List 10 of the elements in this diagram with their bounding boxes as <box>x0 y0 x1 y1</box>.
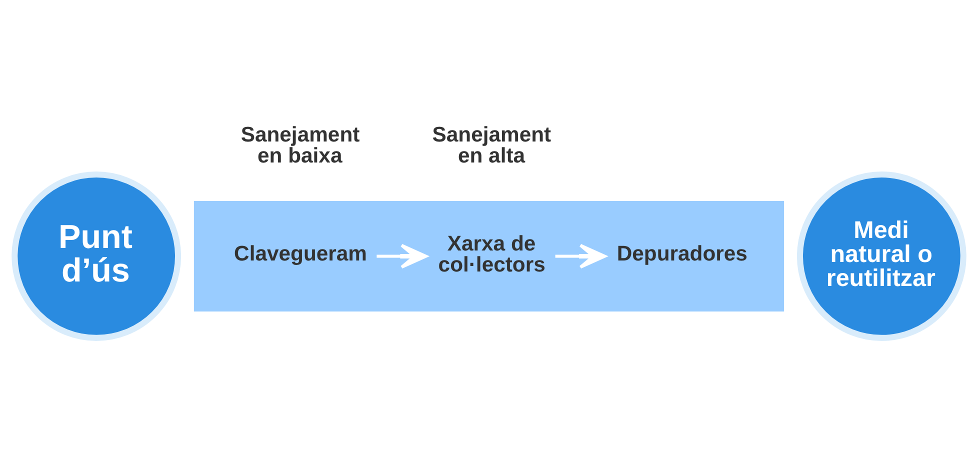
node-text: Depuradores <box>616 242 748 266</box>
label: Sanejament en alta <box>432 124 552 168</box>
node-circle: Medi natural o reutilitzar <box>796 172 966 341</box>
arrow <box>555 244 606 269</box>
node-text: Xarxa de col·lectors <box>438 232 546 277</box>
cluster <box>194 201 784 312</box>
node-circle: Punt d’ús <box>12 172 182 341</box>
arrow <box>376 244 428 269</box>
node-text: Clavegueram <box>234 242 368 266</box>
label: Sanejament en baixa <box>240 124 360 168</box>
